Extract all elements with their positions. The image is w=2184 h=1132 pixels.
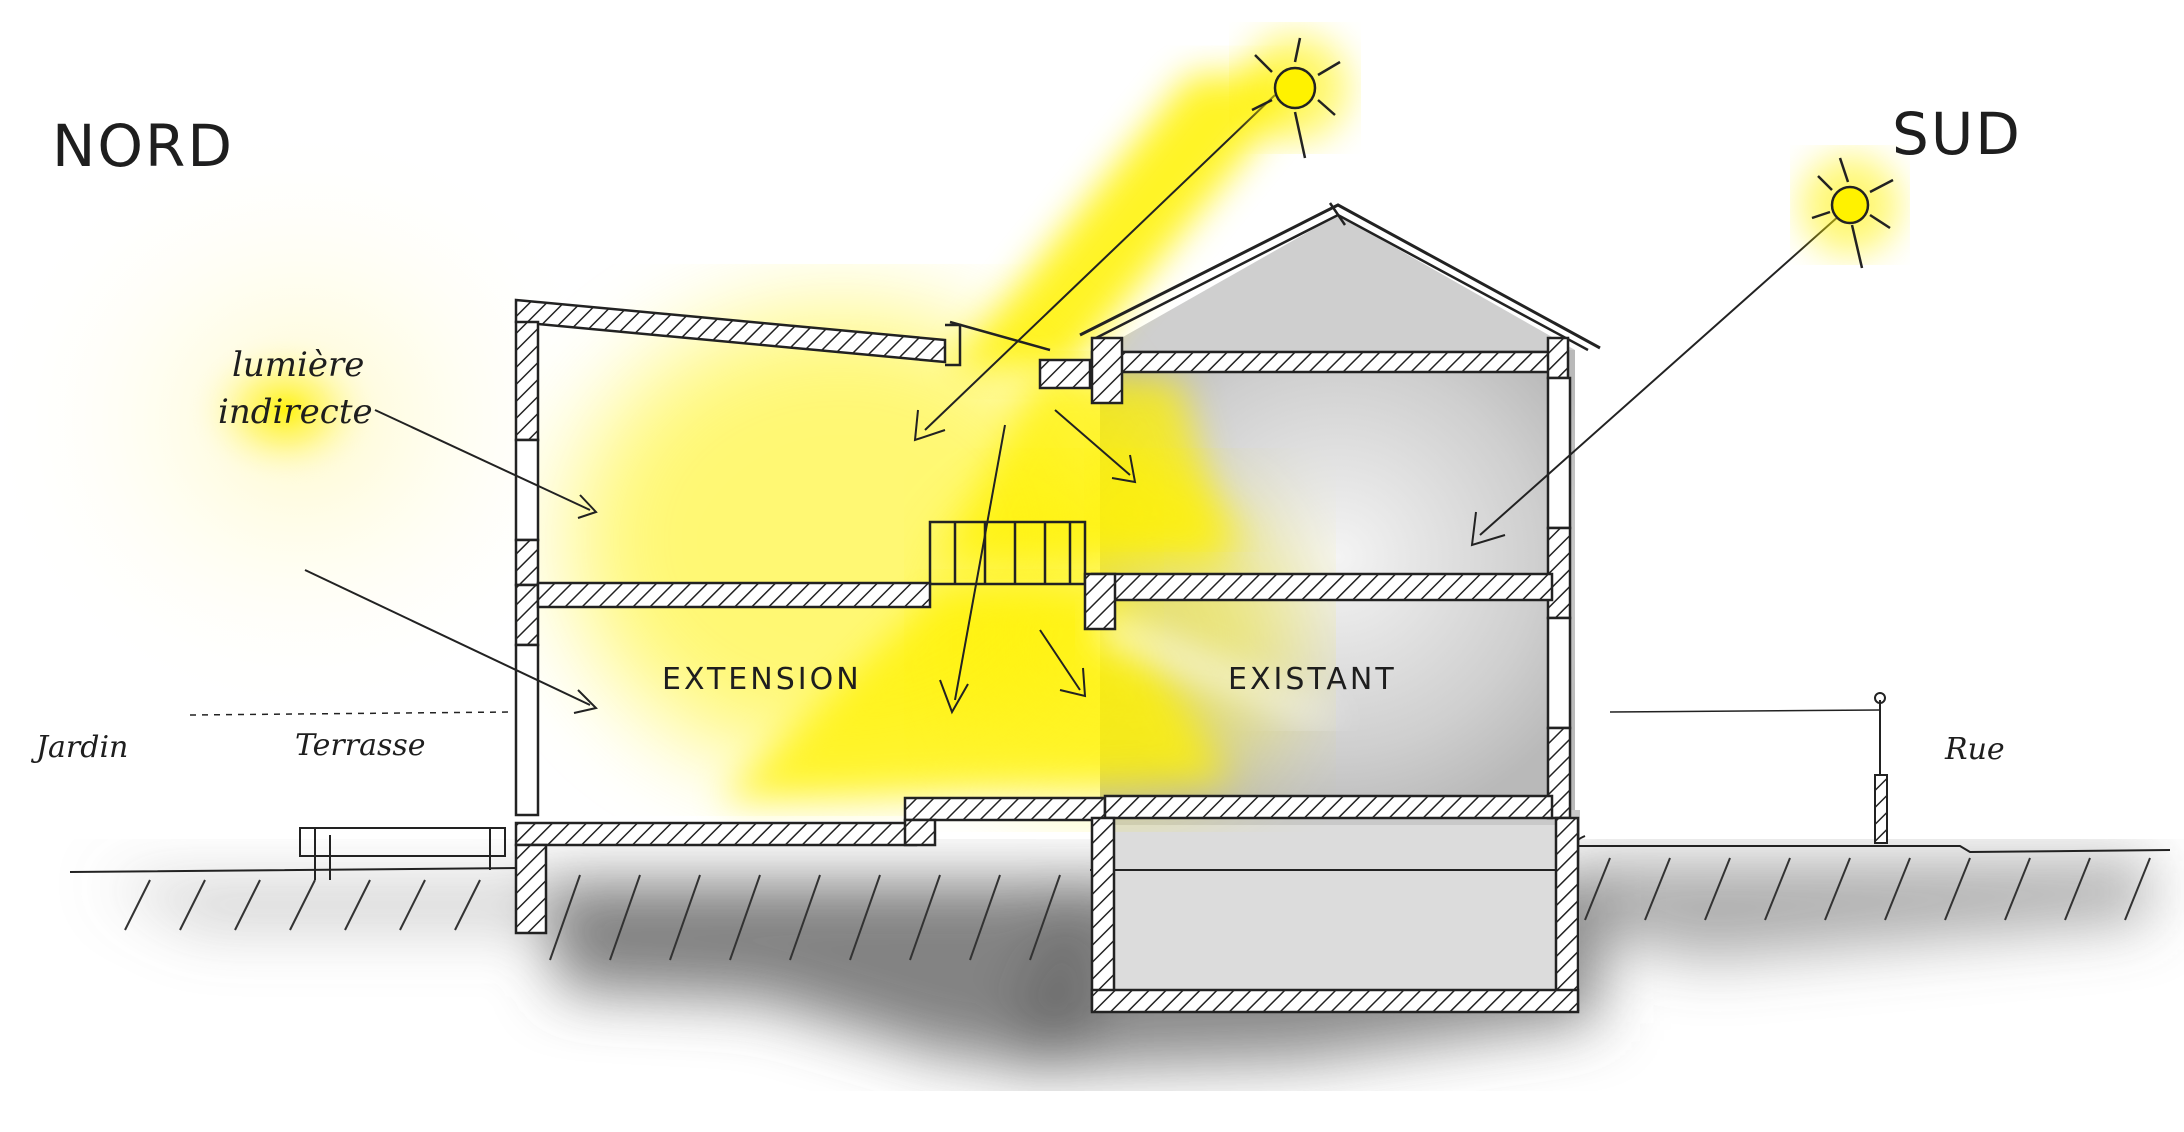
indirect-light-label-line2: indirecte: [218, 392, 373, 432]
extension-label: EXTENSION: [662, 662, 862, 697]
north-label: NORD: [52, 112, 234, 180]
ground-hatching: [124, 857, 2151, 961]
street-label: Rue: [1945, 732, 2005, 767]
light-arrows: [304, 94, 1841, 715]
south-label: SUD: [1892, 100, 2022, 168]
sun-icon: [1240, 33, 1350, 159]
terrace-label: Terrasse: [295, 728, 426, 763]
garden-label: Jardin: [36, 730, 129, 765]
indirect-light-label-line1: lumière: [232, 345, 365, 385]
terrace-details: [189, 692, 1888, 880]
sun-icon: [1800, 155, 1900, 269]
ground-line: [69, 835, 2171, 873]
indirect-light-spot: [190, 335, 380, 485]
existing-structure: [1079, 202, 1601, 1014]
existing-label: EXISTANT: [1228, 662, 1397, 697]
extension-structure: [514, 298, 1107, 935]
